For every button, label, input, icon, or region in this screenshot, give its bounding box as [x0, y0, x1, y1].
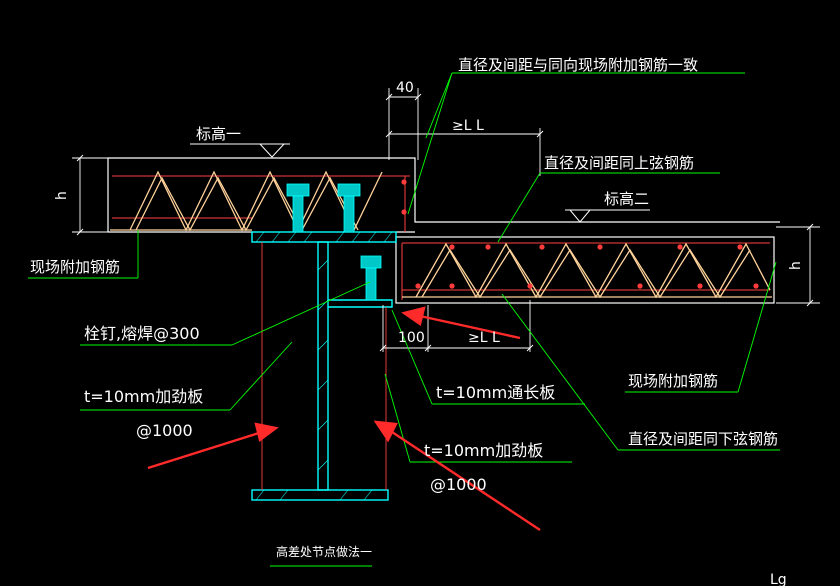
dimension-lines — [72, 88, 820, 352]
stud-shank-3 — [365, 267, 377, 301]
callout-top-rebar-match: 直径及间距与同向现场附加钢筋一致 — [458, 56, 698, 74]
callout-stud-weld: 栓钉,熔焊@300 — [84, 324, 200, 343]
elevation-upper-label: 标高一 — [196, 125, 241, 143]
upper-slab-rebars — [112, 175, 410, 232]
lower-slab-rebars — [401, 242, 770, 300]
lower-slab-truss — [402, 242, 772, 299]
drawing-title: 高差处节点做法一 — [276, 544, 372, 559]
leader-lines — [28, 72, 780, 567]
arrow-left-stiffener — [147, 430, 263, 470]
steel-i-beam — [251, 231, 397, 501]
dim-height-left: h — [54, 191, 70, 200]
callout-through-plate: t=10mm通长板 — [436, 383, 555, 402]
stiffener-plates — [261, 242, 387, 490]
elevation-markers — [190, 143, 650, 223]
stud-head-1 — [286, 183, 310, 197]
dim-height-right: h — [788, 261, 804, 270]
drawing-text: 直径及间距与同向现场附加钢筋一致 40 ≥L L 标高一 直径及间距同上弦钢筋 … — [30, 56, 804, 586]
upper-slab-truss — [110, 170, 383, 232]
stud-head-3 — [360, 255, 382, 269]
elevation-lower-label: 标高二 — [604, 190, 649, 208]
arrow-plate — [419, 314, 521, 340]
lower-slab-rebar-dots — [415, 244, 759, 289]
dim-top-anchor: ≥L L — [452, 118, 484, 134]
corner-text: Lg — [770, 572, 787, 586]
callout-lower-chord: 直径及间距同下弦钢筋 — [628, 430, 778, 448]
stud-shank-2 — [343, 195, 355, 233]
dim-top-width: 40 — [396, 80, 414, 96]
callout-stiffener-left-spacing: @1000 — [136, 421, 193, 440]
callout-stiffener-left: t=10mm加劲板 — [84, 387, 203, 406]
red-arrows — [147, 306, 541, 532]
beam-hatch — [255, 231, 393, 501]
upper-slab-rebar-dots — [401, 179, 407, 215]
dim-bottom-anchor: ≥L L — [468, 330, 500, 346]
callout-upper-chord: 直径及间距同上弦钢筋 — [544, 154, 694, 172]
callout-field-rebar-right: 现场附加钢筋 — [628, 372, 718, 390]
stud-shank-1 — [292, 195, 304, 233]
callout-field-rebar-left: 现场附加钢筋 — [30, 258, 120, 276]
dim-bottom-width: 100 — [398, 330, 425, 346]
callout-stiffener-right-spacing: @1000 — [430, 475, 487, 494]
stud-head-2 — [337, 183, 361, 197]
callout-stiffener-right: t=10mm加劲板 — [424, 441, 543, 460]
arrow-right-stiffener — [391, 430, 541, 532]
